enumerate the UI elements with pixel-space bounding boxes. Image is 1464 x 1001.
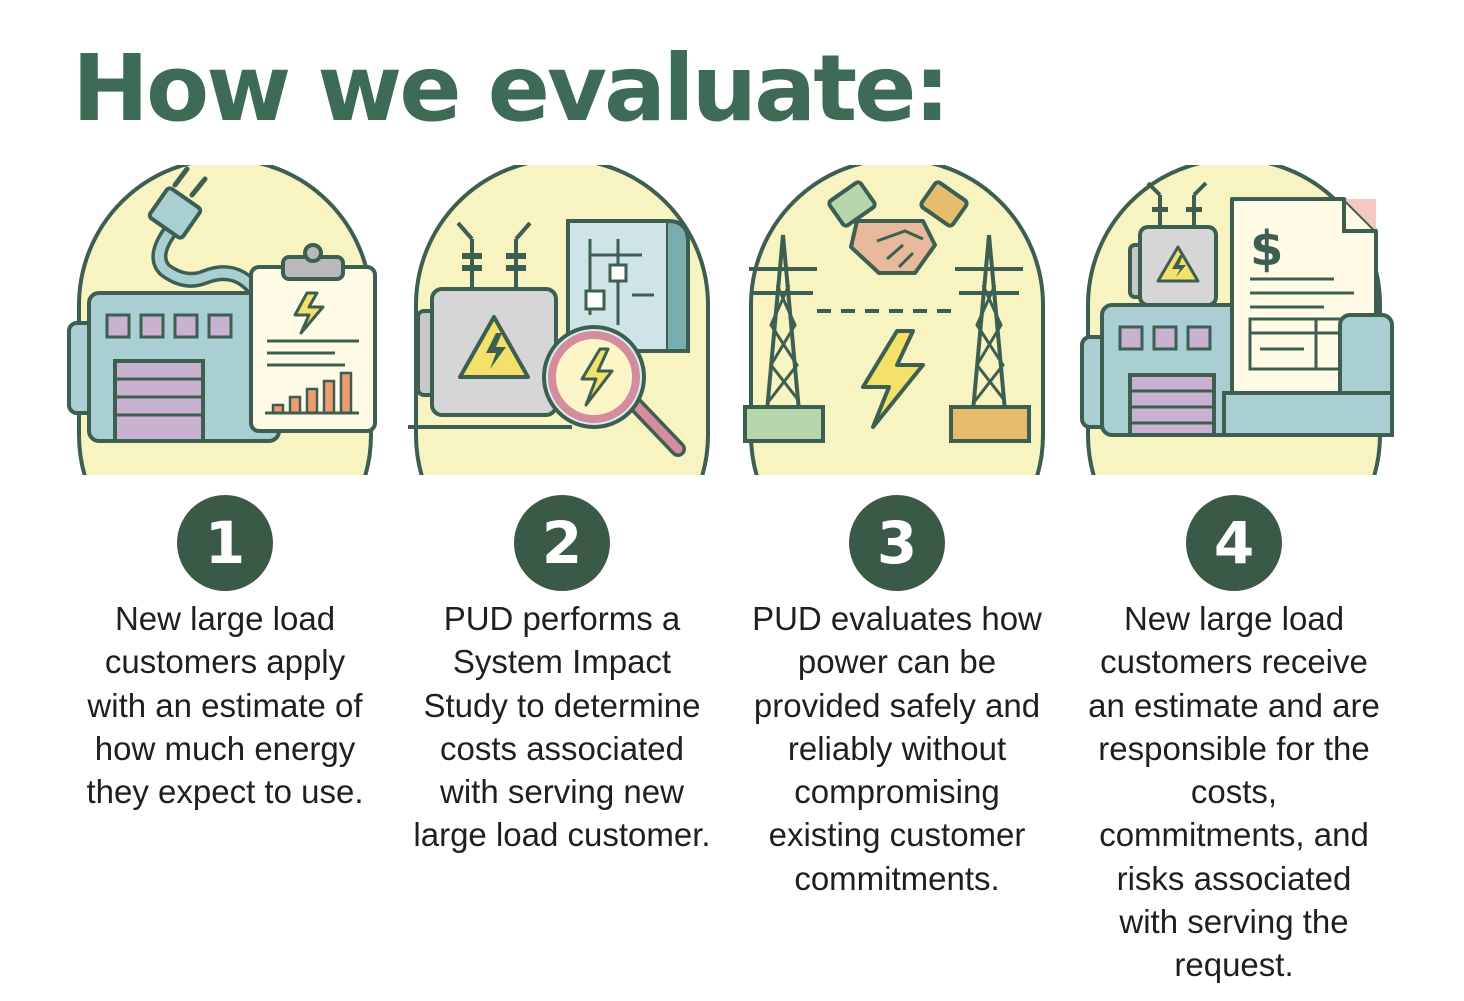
towers-handshake-lightning-icon bbox=[743, 165, 1045, 475]
dollar-sign-icon: $ bbox=[1250, 221, 1283, 277]
transformer-magnifier-blueprint-icon bbox=[408, 165, 710, 475]
factory-clipboard-plug-icon bbox=[67, 165, 377, 475]
step-description: PUD performs a System Impact Study to de… bbox=[413, 600, 711, 854]
growth-bar bbox=[339, 371, 353, 415]
step-number-badge: 1 bbox=[177, 495, 273, 591]
step-description: New large load customers receive an esti… bbox=[1088, 600, 1380, 984]
factory-invoice-transformer-icon: $ bbox=[1080, 165, 1394, 475]
growth-bar bbox=[322, 379, 336, 415]
growth-bar bbox=[288, 395, 302, 415]
step-description: New large load customers apply with an e… bbox=[86, 600, 364, 811]
step-number-badge: 2 bbox=[514, 495, 610, 591]
step-description: PUD evaluates how power can be provided … bbox=[752, 600, 1042, 897]
step-number-badge: 3 bbox=[849, 495, 945, 591]
step-number-badge: 4 bbox=[1186, 495, 1282, 591]
page-title: How we evaluate: bbox=[72, 35, 950, 142]
growth-bar bbox=[305, 387, 319, 415]
